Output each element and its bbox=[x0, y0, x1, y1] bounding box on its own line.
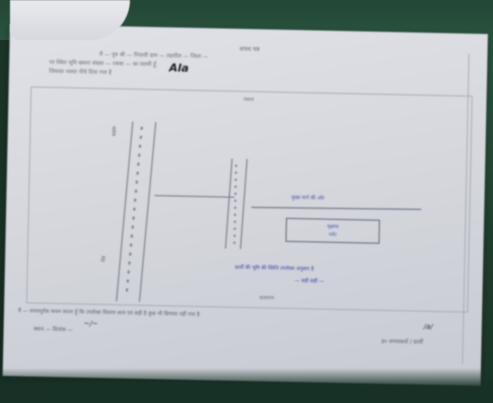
header-line-3: जिसका नक्शा नीचे दिया गया है bbox=[48, 68, 112, 77]
blue-annotation-2: — सही सही — bbox=[294, 278, 325, 285]
site-sketch-frame bbox=[26, 86, 473, 313]
plot-rectangle: भूखण्ड प्लॉट bbox=[285, 217, 380, 244]
road-label: सड़क bbox=[111, 126, 118, 137]
document-sheet: शपथ पत्र मैं — पुत्र श्री — निवासी ग्राम… bbox=[2, 24, 488, 386]
declaration-line: मैं — शपथपूर्वक कथन करता हूँ कि उपरोक्त … bbox=[17, 308, 200, 319]
header-title: शपथ पत्र bbox=[239, 45, 260, 54]
left-signature-scribble: ~/~ bbox=[83, 319, 98, 328]
plot-label-top: भूखण्ड bbox=[327, 224, 339, 230]
sketch-label: नक्शा bbox=[243, 96, 254, 104]
plot-label-bottom: प्लॉट bbox=[328, 232, 337, 238]
road-label-secondary: रोड bbox=[101, 255, 108, 263]
main-road-label: मुख्य मार्ग की ओर bbox=[291, 194, 325, 202]
footer-initial-mark: /a/ bbox=[423, 322, 433, 331]
place-date-label: स्थान — दिनांक — bbox=[33, 326, 73, 334]
sketch-caption: सत्यापन bbox=[259, 295, 275, 302]
bottom-cloth-shadow bbox=[0, 368, 493, 403]
handwritten-signature: Ala bbox=[168, 61, 189, 75]
paper-curl-top-left bbox=[10, 0, 130, 40]
deponent-signature-label: ह० शपथकर्ता / प्रार्थी bbox=[381, 338, 424, 346]
